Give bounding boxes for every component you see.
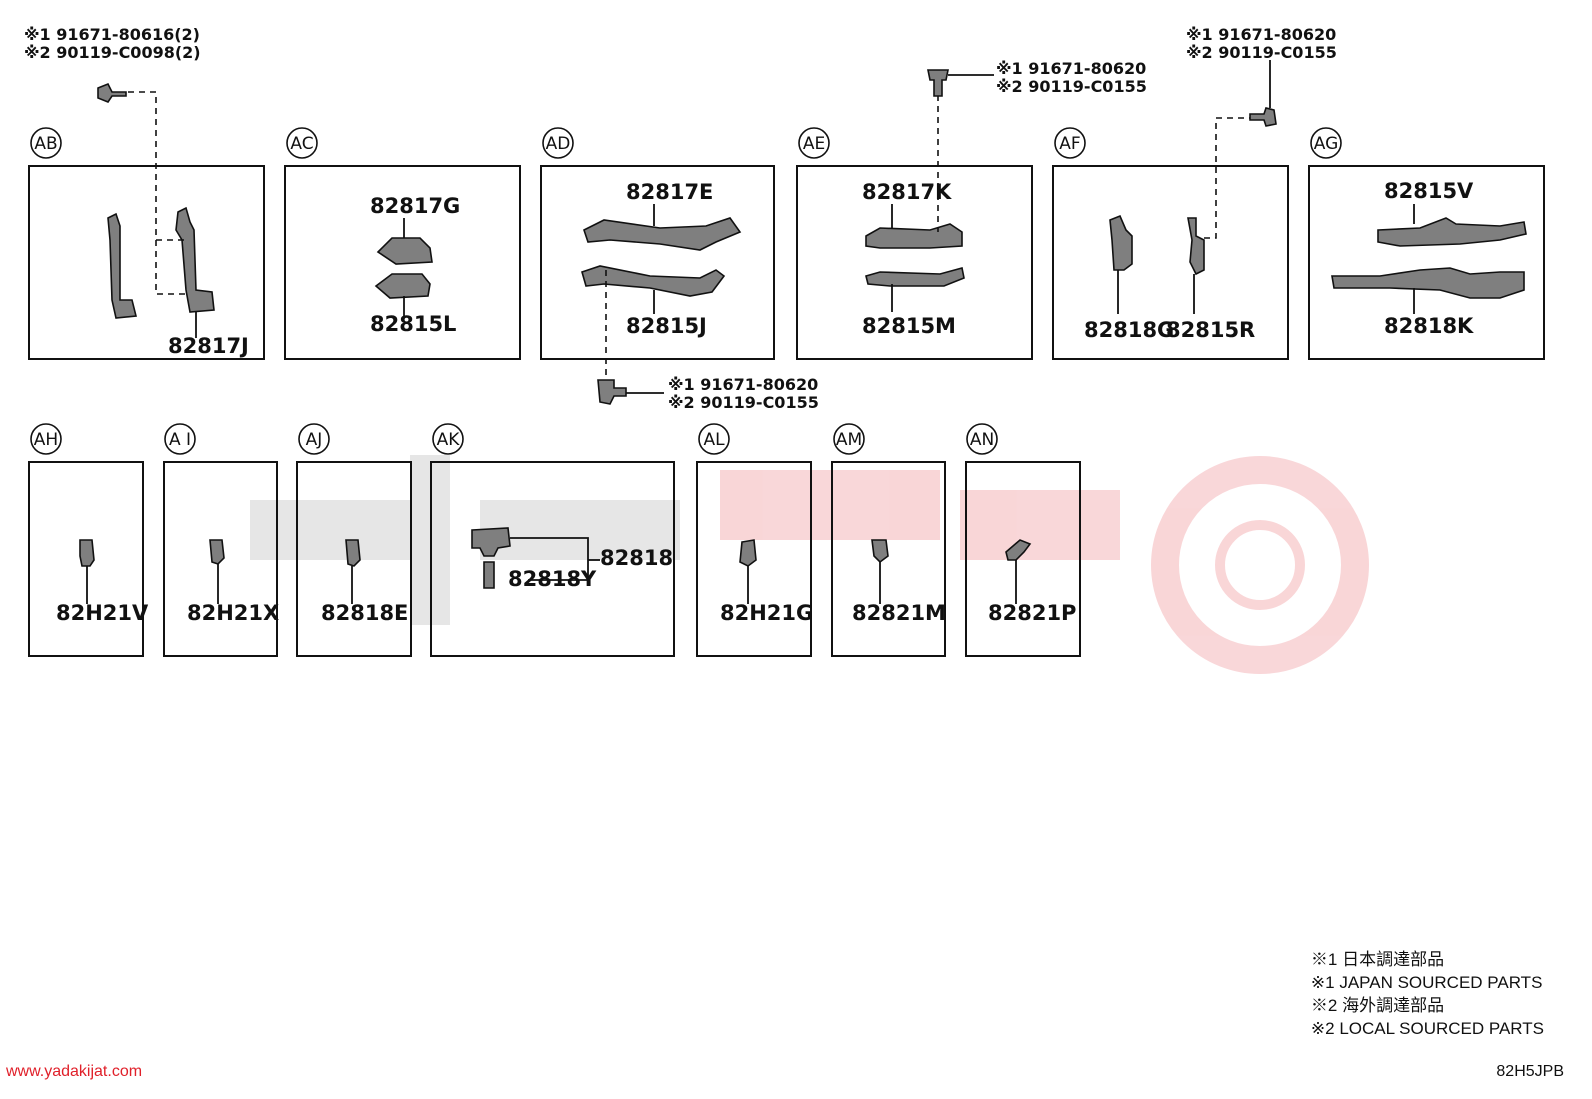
panel-tag-ah: AH — [34, 430, 58, 450]
panel-ad: AD 82817E 82815J — [540, 127, 775, 405]
panel-tag-ac: AC — [290, 134, 313, 154]
panel-ak: AK 82818Y 82818 — [430, 423, 675, 657]
part-label-82818G[interactable]: 82818G — [1084, 318, 1174, 342]
part-label-82815J[interactable]: 82815J — [626, 314, 707, 338]
panel-ae: AE 82817K 82815M — [796, 69, 1033, 360]
fastener-note-af-2: ※2 90119-C0155 — [1186, 43, 1337, 62]
part-label-82H21X[interactable]: 82H21X — [187, 601, 279, 625]
bracket-part-82815V[interactable] — [1377, 217, 1527, 247]
bracket-part-82817E[interactable] — [583, 217, 742, 251]
panel-ai: A I 82H21X — [163, 423, 279, 657]
bracket-part-82818G[interactable] — [1109, 214, 1133, 271]
bracket-part-82815L[interactable] — [374, 273, 431, 299]
panel-ac: AC 82817G 82815L — [284, 127, 521, 360]
fastener-note-ae-2: ※2 90119-C0155 — [996, 77, 1147, 96]
panel-tag-ae: AE — [803, 134, 825, 154]
panel-tag-aj: AJ — [306, 430, 323, 450]
sourcing-legend: ※1 日本調達部品 ※1 JAPAN SOURCED PARTS ※2 海外調達… — [1311, 948, 1544, 1040]
part-label-82815L[interactable]: 82815L — [370, 312, 456, 336]
part-label-82815V[interactable]: 82815V — [1384, 179, 1474, 203]
clip-part-82818Y[interactable] — [483, 561, 495, 589]
panel-tag-af: AF — [1059, 134, 1080, 154]
bolt-icon[interactable] — [927, 69, 949, 97]
panel-tag-ai: A I — [169, 430, 191, 450]
clip-part-82818E[interactable] — [345, 539, 361, 567]
panel-tag-an: AN — [970, 430, 994, 450]
drawing-code: 82H5JPB — [1496, 1063, 1564, 1080]
panel-af: AF 82818G 82815R — [1052, 60, 1289, 360]
clip-part-82821P[interactable] — [1005, 539, 1032, 561]
panel-al: AL 82H21G — [696, 423, 813, 657]
panel-tag-ad: AD — [546, 134, 571, 154]
panel-tag-al: AL — [703, 430, 725, 450]
fastener-note-af-1: ※1 91671-80620 — [1186, 25, 1336, 44]
bolt-icon[interactable] — [97, 82, 127, 103]
holder-part[interactable] — [471, 527, 511, 557]
bracket-part-82815J[interactable] — [581, 265, 726, 297]
bolt-icon[interactable] — [597, 379, 627, 405]
legend-line-2: ※1 JAPAN SOURCED PARTS — [1310, 973, 1543, 992]
part-label-82821P[interactable]: 82821P — [988, 601, 1076, 625]
panel-aj: AJ 82818E — [296, 423, 412, 657]
part-label-82817E[interactable]: 82817E — [626, 180, 713, 204]
fastener-note-ad-2: ※2 90119-C0155 — [668, 393, 819, 412]
panel-an: AN 82821P — [965, 423, 1081, 657]
clip-part-82H21X[interactable] — [209, 539, 225, 565]
fastener-note-ab-2: ※2 90119-C0098(2) — [24, 43, 201, 62]
panel-ag: AG 82815V 82818K — [1308, 127, 1545, 360]
fastener-note-ab-1: ※1 91671-80616(2) — [24, 25, 200, 44]
bracket-part-82818K[interactable] — [1331, 267, 1525, 299]
part-label-82815R[interactable]: 82815R — [1166, 318, 1255, 342]
bracket-part-82817G[interactable] — [376, 237, 433, 265]
panel-ah: AH 82H21V — [28, 423, 149, 657]
bolt-icon[interactable] — [1249, 107, 1277, 127]
part-label-82821M[interactable]: 82821M — [852, 601, 946, 625]
part-label-82H21G[interactable]: 82H21G — [720, 601, 813, 625]
bracket-part-82815M[interactable] — [865, 267, 965, 287]
part-label-82818Y[interactable]: 82818Y — [508, 567, 597, 591]
legend-line-4: ※2 LOCAL SOURCED PARTS — [1310, 1019, 1544, 1038]
clip-part-82H21V[interactable] — [79, 539, 95, 567]
part-label-82817J[interactable]: 82817J — [168, 334, 249, 358]
panel-tag-ak: AK — [437, 430, 461, 450]
part-label-82818[interactable]: 82818 — [600, 546, 673, 570]
fastener-note-ae-1: ※1 91671-80620 — [996, 59, 1146, 78]
part-label-82817K[interactable]: 82817K — [862, 180, 952, 204]
legend-line-3: ※2 海外調達部品 — [1310, 996, 1445, 1015]
watermark-logo — [250, 455, 1369, 674]
part-label-82818K[interactable]: 82818K — [1384, 314, 1474, 338]
bracket-part-82817J[interactable] — [175, 206, 215, 313]
part-label-82815M[interactable]: 82815M — [862, 314, 956, 338]
panel-ab: AB 82817J — [28, 82, 265, 360]
panel-tag-ab: AB — [34, 134, 57, 154]
part-label-82H21V[interactable]: 82H21V — [56, 601, 149, 625]
panel-tag-am: AM — [836, 430, 862, 450]
panel-tag-ag: AG — [1314, 134, 1339, 154]
clip-part-82821M[interactable] — [871, 539, 889, 564]
bracket-part-left[interactable] — [107, 212, 138, 319]
watermark-url[interactable]: www.yadakijat.com — [6, 1063, 143, 1080]
panel-am: AM 82821M — [831, 423, 946, 657]
bracket-part-82817K[interactable] — [865, 223, 963, 249]
part-label-82817G[interactable]: 82817G — [370, 194, 460, 218]
bracket-part-82815R[interactable] — [1187, 217, 1205, 276]
part-label-82818E[interactable]: 82818E — [321, 601, 408, 625]
legend-line-1: ※1 日本調達部品 — [1310, 950, 1445, 969]
fastener-note-ad-1: ※1 91671-80620 — [668, 375, 818, 394]
clip-part-82H21G[interactable] — [739, 539, 757, 567]
